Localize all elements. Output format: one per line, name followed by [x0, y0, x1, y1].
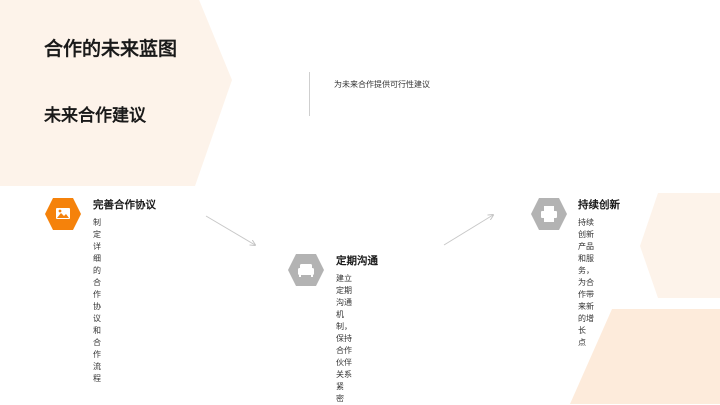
step-description-line: 为合作带来新的增长 — [578, 278, 594, 335]
arrow-step2-to-step3 — [443, 215, 493, 246]
step-description: 持续创新产品和服务， 为合作带来新的增长 点 — [578, 217, 594, 349]
step-description-line: 密 — [336, 394, 344, 403]
image-icon — [45, 198, 81, 230]
page-title: 合作的未来蓝图 — [44, 38, 178, 60]
section-subtitle: 为未来合作提供可行性建议 — [334, 80, 430, 89]
section-title: 未来合作建议 — [44, 106, 146, 126]
step-description: 制定详细的合作协议 和合作流程 — [93, 217, 101, 385]
step-title: 持续创新 — [578, 199, 620, 211]
arrow-step1-to-step2 — [205, 215, 255, 245]
step-description-line: 建立定期沟通机制， — [336, 274, 352, 331]
step-title: 完善合作协议 — [93, 199, 156, 211]
decor-hexagon-right — [640, 193, 720, 298]
decor-hexagon-bottom-right — [570, 309, 720, 404]
step-description-line: 和合作流程 — [93, 326, 101, 383]
step-description-line: 点 — [578, 338, 586, 347]
printer-icon — [531, 198, 567, 230]
step-description-line: 制定详细的合作协议 — [93, 218, 101, 323]
step-description-line: 保持合作伙伴关系紧 — [336, 334, 352, 391]
sofa-icon — [288, 254, 324, 286]
step-title: 定期沟通 — [336, 255, 378, 267]
divider — [309, 72, 310, 116]
step-description: 建立定期沟通机制， 保持合作伙伴关系紧 密 — [336, 273, 352, 405]
step-description-line: 持续创新产品和服务， — [578, 218, 594, 275]
